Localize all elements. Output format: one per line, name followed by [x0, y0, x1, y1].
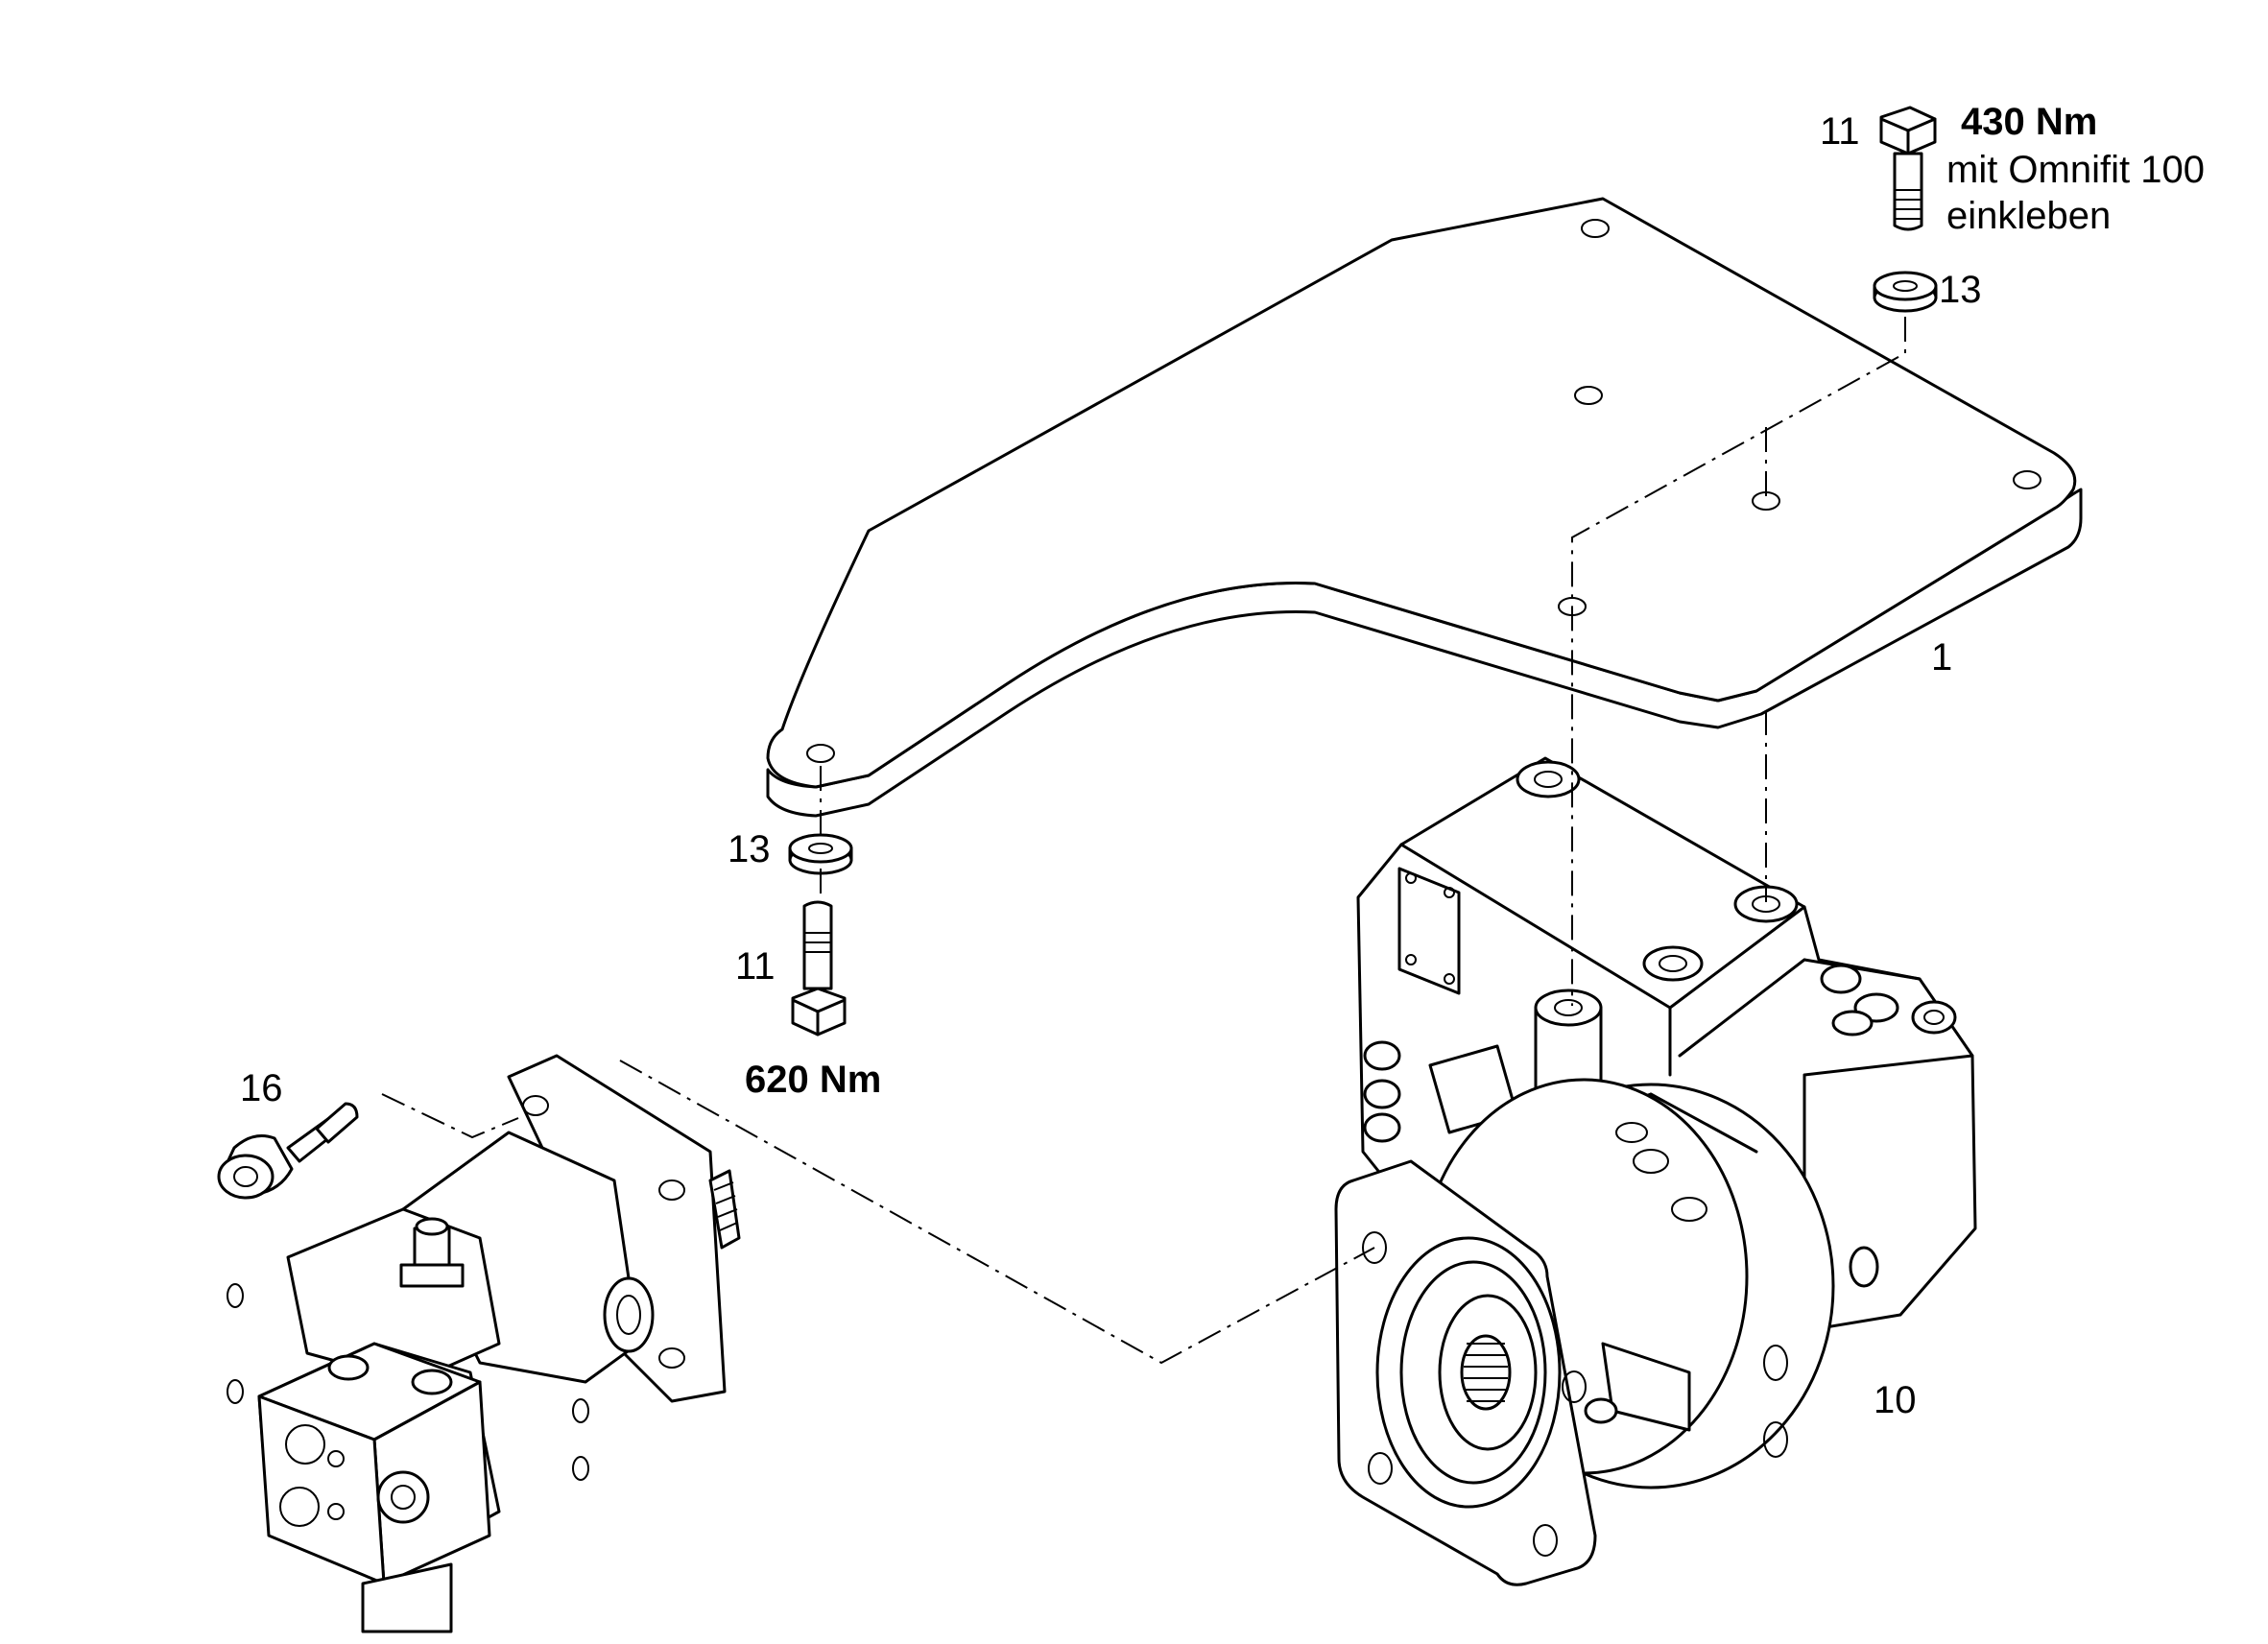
callout-1: 1: [1931, 636, 1952, 679]
callout-10: 10: [1874, 1379, 1917, 1421]
callout-16: 16: [240, 1067, 283, 1109]
bracket-hole-6: [806, 744, 835, 763]
adhesive-note-line-2: einkleben: [1946, 195, 2111, 237]
washer-left: [788, 833, 853, 875]
torque-notes: 430 Nm mit Omnifit 100 einkleben 620 Nm: [745, 101, 2205, 1101]
torque-note-left: 620 Nm: [745, 1059, 881, 1101]
callout-labels: 1 10 11 13 13 11 16: [240, 110, 1982, 1421]
callout-11-top: 11: [1820, 110, 1860, 153]
hex-bolt-top: [1879, 106, 1937, 231]
hex-bolt-left: [791, 900, 847, 1036]
bracket-hole-2: [1574, 386, 1603, 405]
callout-13-left: 13: [728, 828, 771, 870]
bracket-hole-3: [2013, 470, 2041, 489]
callout-13-top: 13: [1939, 269, 1982, 311]
torque-note-top: 430 Nm: [1961, 101, 2097, 143]
adhesive-note-line-1: mit Omnifit 100: [1946, 149, 2205, 191]
callout-11-left: 11: [735, 945, 776, 988]
mounting-bracket-plate: [766, 197, 2083, 818]
hydraulic-pump-unit: [1334, 756, 1977, 1586]
assembly-center-lines: [381, 317, 1906, 1365]
washer-top: [1873, 271, 1938, 313]
socket-head-screw: [217, 1102, 359, 1200]
bracket-hole-1: [1581, 219, 1610, 238]
hydraulic-motor: [227, 1054, 741, 1633]
